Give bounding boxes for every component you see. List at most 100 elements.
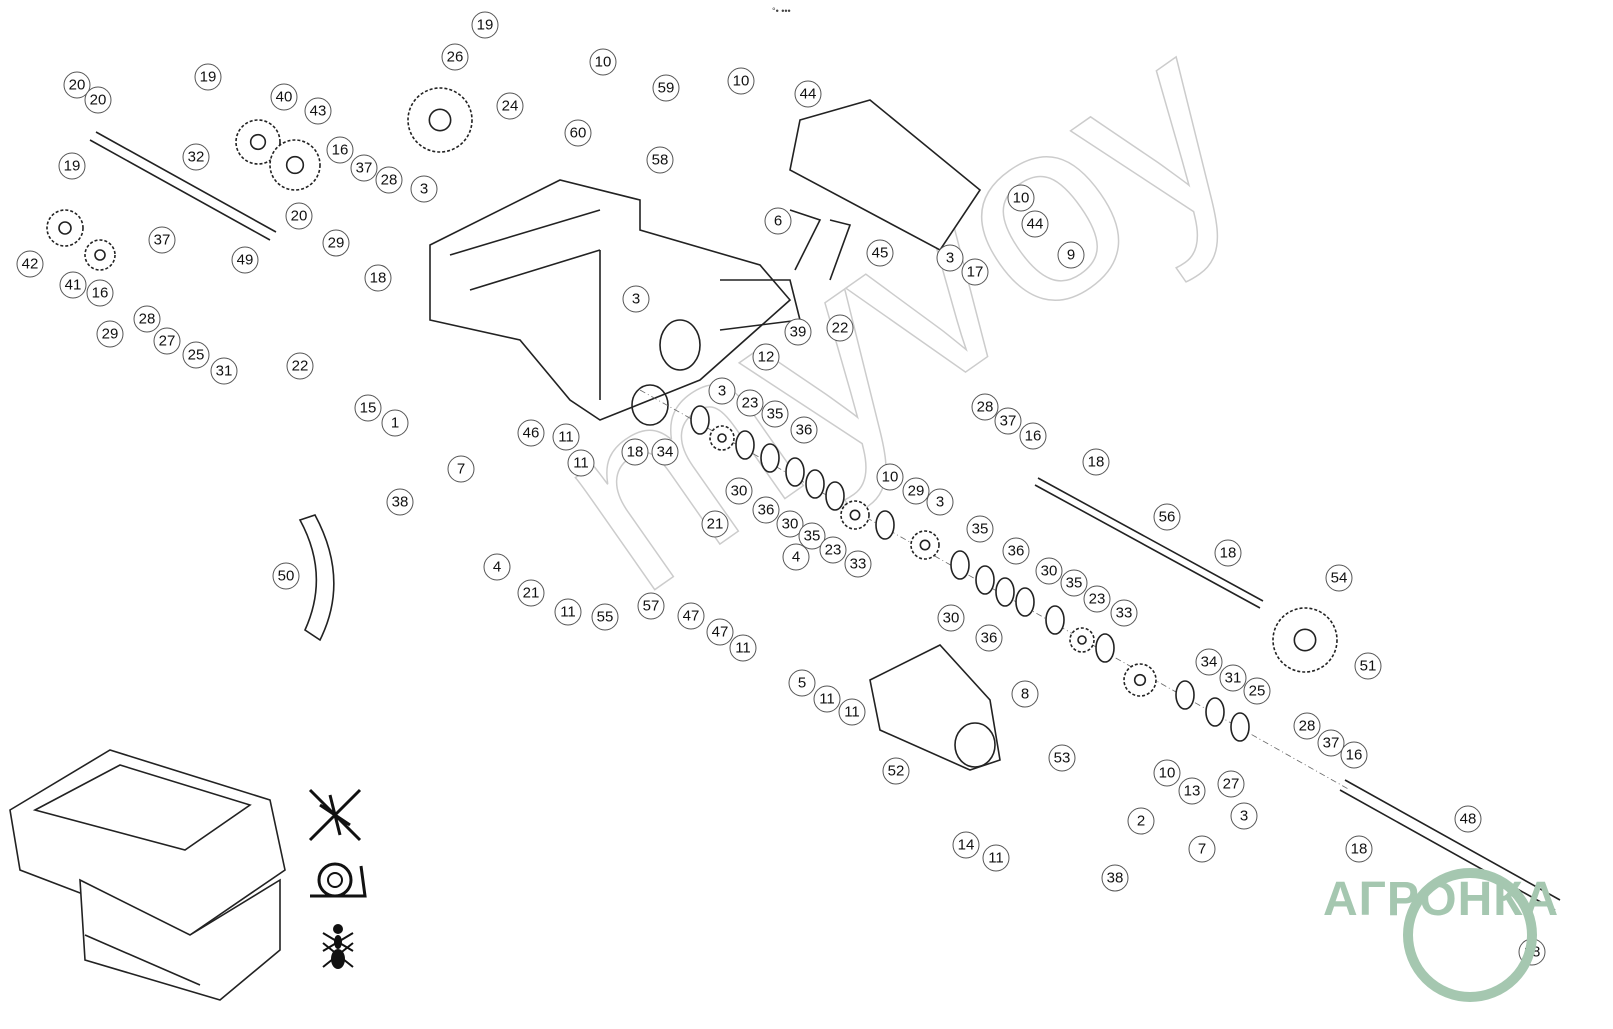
part-callout: 44 <box>1021 210 1049 238</box>
gear-hub <box>1133 673 1147 687</box>
part-callout: 11 <box>554 598 582 626</box>
callout-number: 19 <box>64 158 81 175</box>
callout-circle <box>471 11 499 39</box>
callout-circle <box>994 407 1022 435</box>
callout-number: 18 <box>1088 454 1105 471</box>
callout-number: 54 <box>1331 570 1348 587</box>
callout-circle <box>1340 741 1368 769</box>
part-callout: 23 <box>1083 585 1111 613</box>
callout-number: 23 <box>825 542 842 559</box>
callout-number: 1 <box>391 415 399 432</box>
part-callout: 3 <box>622 285 650 313</box>
callout-circle <box>701 510 729 538</box>
callout-number: 36 <box>981 630 998 647</box>
callout-circle <box>272 562 300 590</box>
callout-number: 29 <box>908 483 925 500</box>
callout-number: 22 <box>832 320 849 337</box>
part-callout: 31 <box>1219 664 1247 692</box>
callout-circle <box>554 598 582 626</box>
callout-number: 46 <box>523 425 540 442</box>
part-callout: 3 <box>936 244 964 272</box>
part-callout: 18 <box>1214 539 1242 567</box>
part-callout: 12 <box>752 343 780 371</box>
gear-hub <box>849 509 861 521</box>
scale-50 <box>298 514 335 642</box>
callout-number: 23 <box>1089 591 1106 608</box>
ring-part <box>1045 605 1065 635</box>
callout-number: 6 <box>774 213 782 230</box>
callout-number: 10 <box>882 469 899 486</box>
callout-number: 28 <box>139 311 156 328</box>
callout-circle <box>194 63 222 91</box>
ring-part <box>975 565 995 595</box>
gear-hub <box>94 249 106 261</box>
callout-circle <box>1354 652 1382 680</box>
callout-number: 26 <box>447 49 464 66</box>
callout-circle <box>1083 585 1111 613</box>
callout-number: 10 <box>595 54 612 71</box>
callout-circle <box>652 74 680 102</box>
callout-number: 35 <box>972 521 989 538</box>
callout-number: 18 <box>1351 841 1368 858</box>
callout-number: 47 <box>683 608 700 625</box>
callout-number: 53 <box>1054 750 1071 767</box>
callout-circle <box>1219 664 1247 692</box>
callout-circle <box>1325 564 1353 592</box>
part-callout: 21 <box>517 579 545 607</box>
callout-number: 37 <box>1000 413 1017 430</box>
part-callout: 20 <box>84 86 112 114</box>
callout-circle <box>790 416 818 444</box>
callout-circle <box>813 685 841 713</box>
callout-number: 4 <box>792 549 800 566</box>
callout-circle <box>153 327 181 355</box>
callout-circle <box>589 48 617 76</box>
callout-number: 38 <box>1107 870 1124 887</box>
part-callout: 40 <box>270 83 298 111</box>
gear <box>269 139 321 191</box>
ring-part <box>1230 712 1250 742</box>
part-callout: 47 <box>677 602 705 630</box>
ring-part <box>1205 697 1225 727</box>
gear-hub <box>58 221 72 235</box>
gear-hub <box>1077 635 1087 645</box>
callout-number: 27 <box>159 333 176 350</box>
part-callout: 33 <box>844 550 872 578</box>
gear <box>1272 607 1338 673</box>
callout-number: 38 <box>392 494 409 511</box>
callout-circle <box>902 477 930 505</box>
part-callout: 20 <box>285 202 313 230</box>
callout-number: 21 <box>523 585 540 602</box>
callout-number: 7 <box>457 461 465 478</box>
callout-circle <box>937 604 965 632</box>
callout-circle <box>1217 770 1245 798</box>
callout-number: 8 <box>1021 686 1029 703</box>
callout-number: 20 <box>90 92 107 109</box>
part-callout: 55 <box>591 603 619 631</box>
callout-circle <box>496 92 524 120</box>
callout-circle <box>1011 680 1039 708</box>
part-callout: 30 <box>725 477 753 505</box>
part-callout: 3 <box>926 488 954 516</box>
callout-number: 57 <box>643 598 660 615</box>
gear <box>709 425 735 451</box>
part-callout: 37 <box>350 154 378 182</box>
callout-number: 3 <box>946 250 954 267</box>
callout-circle <box>1178 777 1206 805</box>
callout-circle <box>736 389 764 417</box>
part-callout: 35 <box>1060 569 1088 597</box>
part-callout: 4 <box>483 553 511 581</box>
part-callout: 11 <box>729 634 757 662</box>
callout-circle <box>725 477 753 505</box>
part-callout: 35 <box>798 522 826 550</box>
callout-circle <box>182 143 210 171</box>
callout-number: 33 <box>850 556 867 573</box>
part-callout: 23 <box>736 389 764 417</box>
callout-circle <box>381 409 409 437</box>
callout-number: 3 <box>718 383 726 400</box>
crossed-insect-icon <box>308 788 362 842</box>
callout-circle <box>677 602 705 630</box>
part-callout: 19 <box>471 11 499 39</box>
part-callout: 27 <box>1217 770 1245 798</box>
callout-number: 30 <box>731 483 748 500</box>
callout-circle <box>1214 539 1242 567</box>
